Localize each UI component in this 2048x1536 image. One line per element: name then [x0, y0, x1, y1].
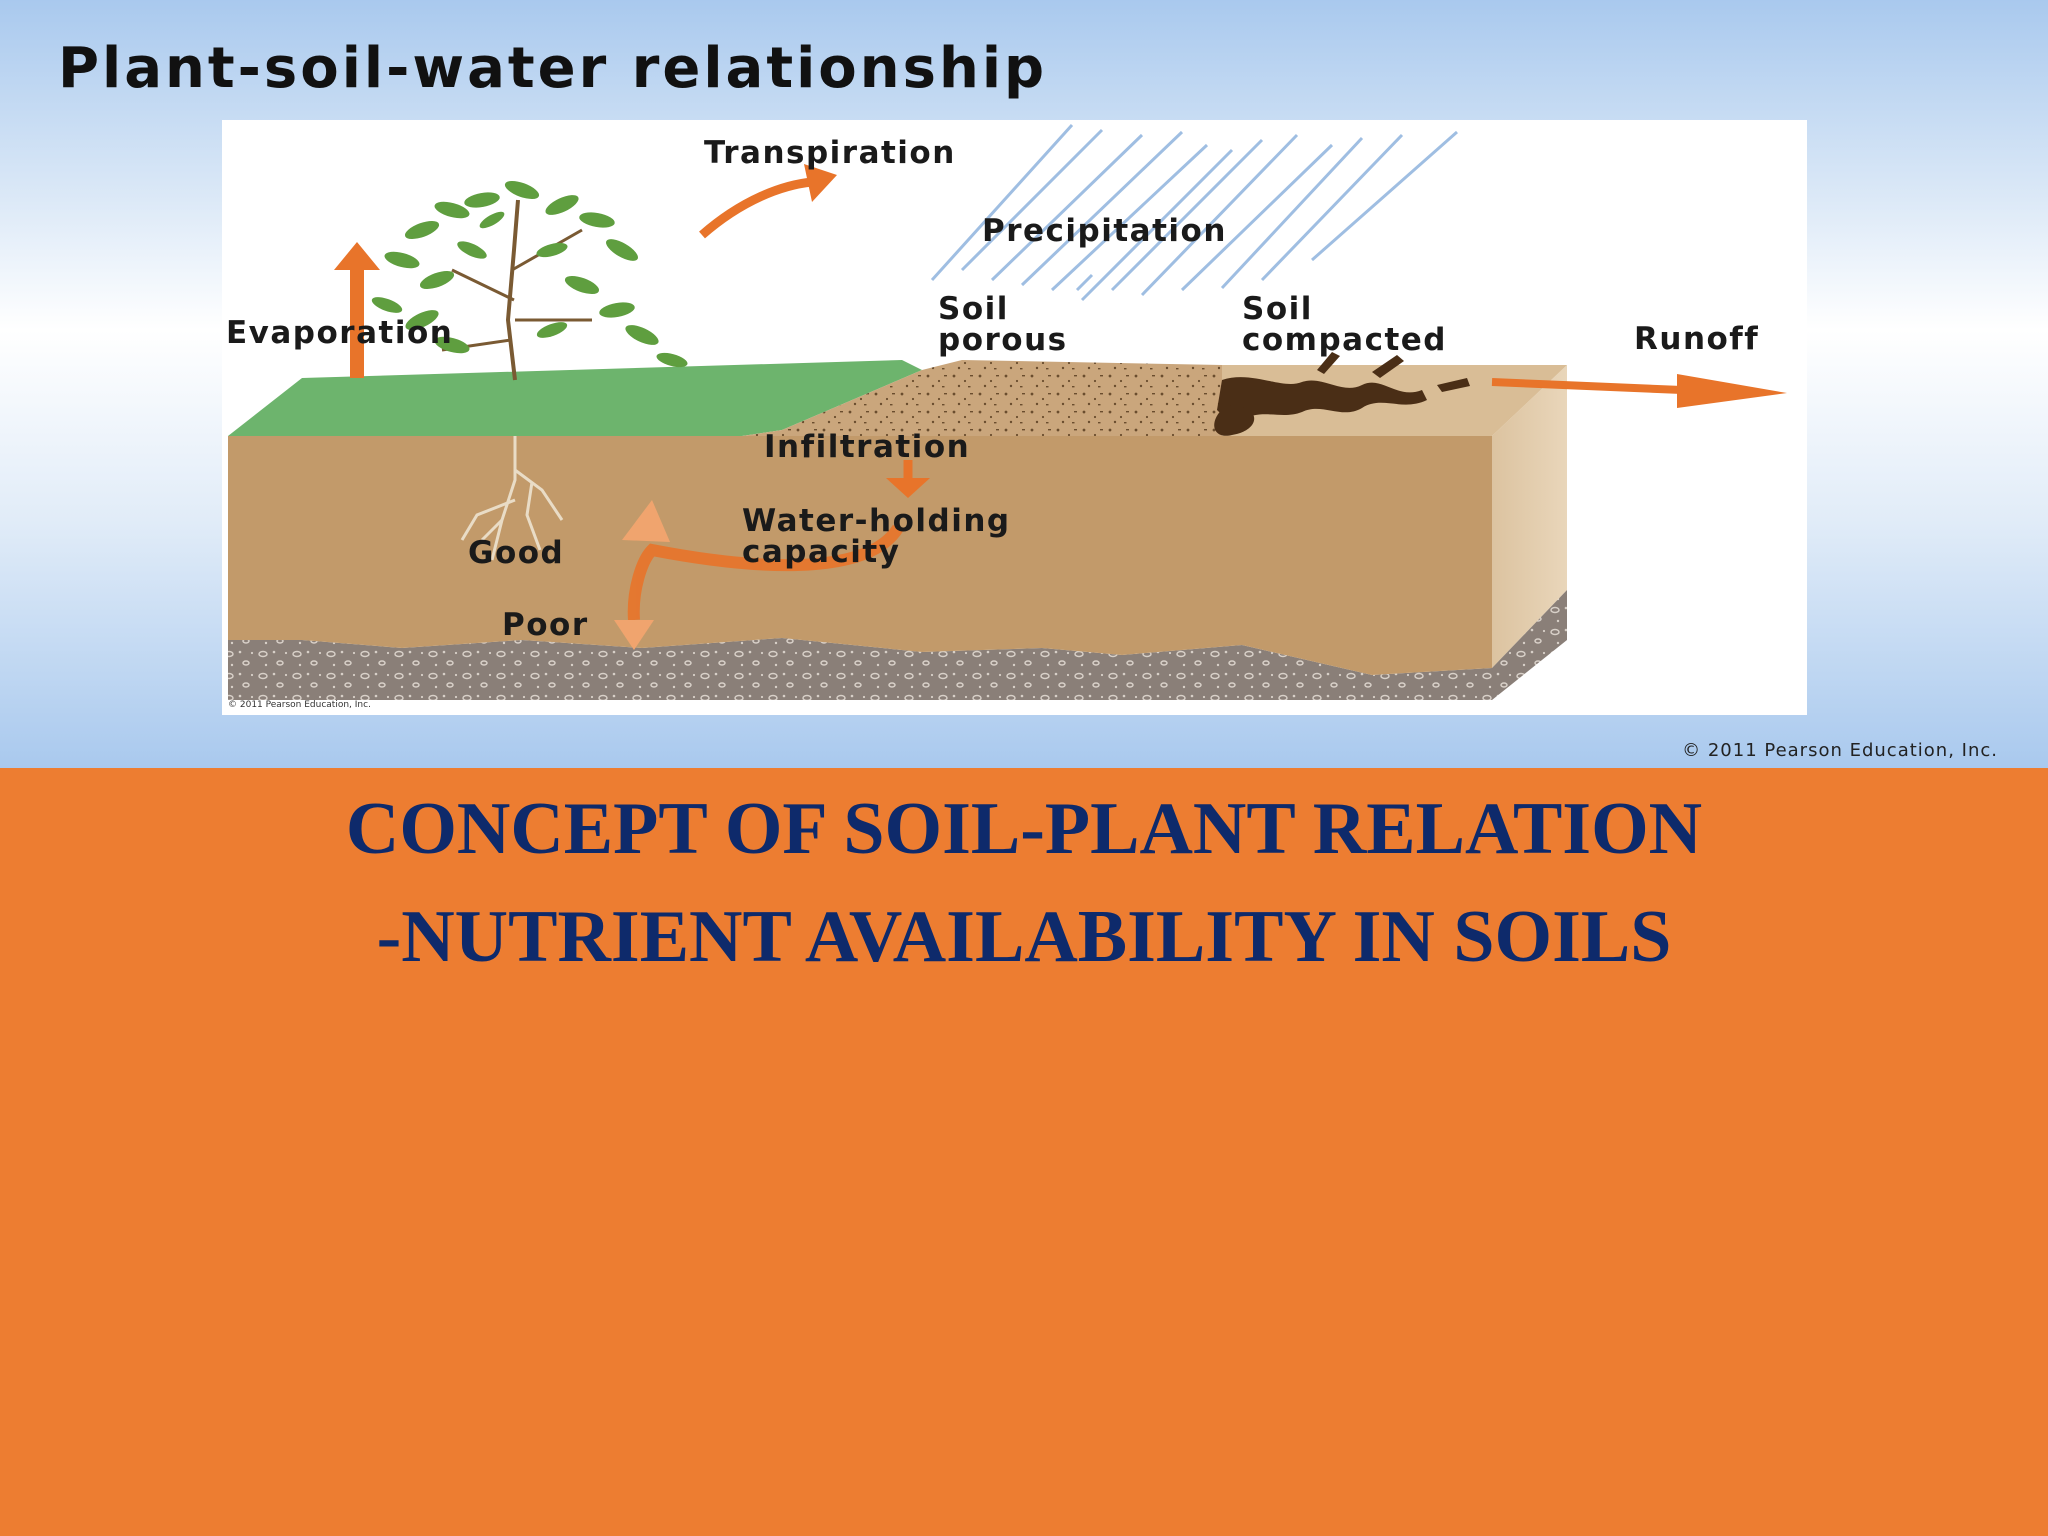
transpiration-arrow [699, 164, 837, 239]
label-evaporation: Evaporation [226, 315, 454, 351]
plant [371, 180, 688, 381]
infiltration-arrow [886, 460, 930, 498]
slide-title-line-1: CONCEPT OF SOIL-PLANT RELATION [345, 788, 1703, 870]
label-good: Good [468, 535, 565, 571]
diagram-inner-credit: © 2011 Pearson Education, Inc. [228, 700, 371, 710]
slide-title-line-2: -NUTRIENT AVAILABILITY IN SOILS [376, 896, 1672, 978]
soil-side-face [1492, 365, 1567, 668]
drainage-arrows [627, 524, 904, 621]
evaporation-arrow [334, 242, 380, 378]
gravel-layer [228, 638, 1492, 700]
label-transpiration: Transpiration [704, 135, 956, 171]
soil-water-diagram: Transpiration Precipitation Evaporation … [222, 120, 1807, 715]
porous-soil-surface [742, 360, 1222, 436]
label-soil-porous: Soil porous [938, 291, 1068, 358]
copyright-credit: © 2011 Pearson Education, Inc. [1682, 740, 1998, 761]
grass-surface [228, 360, 922, 436]
compacted-cracks [1214, 352, 1470, 436]
slide-heading: Plant-soil-water relationship [58, 36, 1048, 101]
poor-arrow-head [614, 620, 654, 650]
plant-roots [460, 436, 564, 561]
precipitation-streaks [930, 123, 1458, 302]
label-water-holding-capacity: Water-holding capacity [742, 503, 1011, 570]
label-poor: Poor [502, 607, 589, 643]
good-arrow-head [622, 500, 670, 542]
label-soil-compacted: Soil compacted [1242, 291, 1447, 358]
diagram-illustration [228, 123, 1787, 700]
label-precipitation: Precipitation [982, 213, 1227, 249]
label-infiltration: Infiltration [764, 429, 971, 465]
slide-title: CONCEPT OF SOIL-PLANT RELATION -NUTRIENT… [0, 775, 2048, 991]
label-runoff: Runoff [1634, 321, 1760, 357]
runoff-arrow [1491, 374, 1787, 408]
